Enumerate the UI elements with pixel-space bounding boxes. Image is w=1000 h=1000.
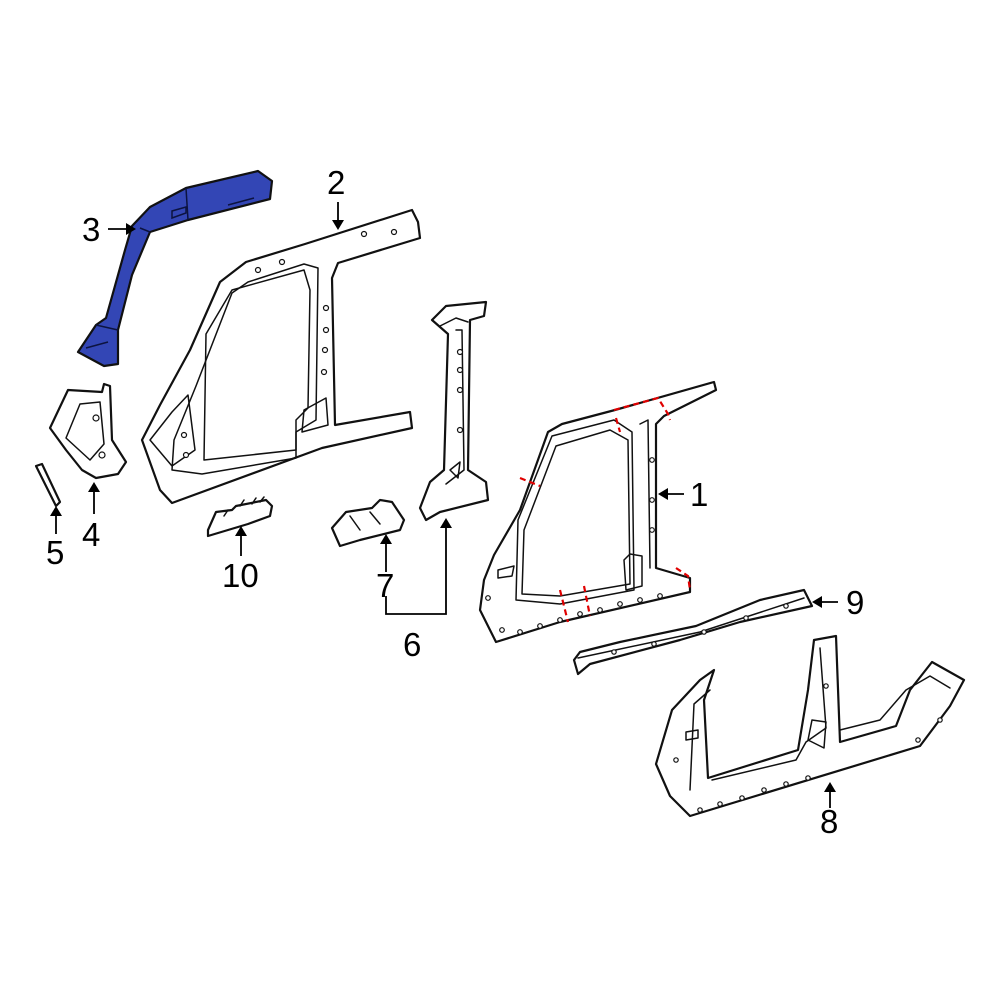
part-8-outer-rocker[interactable] bbox=[654, 634, 966, 818]
part-7-bracket[interactable] bbox=[330, 498, 406, 548]
part-1-inner-side-frame[interactable] bbox=[478, 380, 718, 644]
part-2-outer-side-frame[interactable] bbox=[140, 208, 422, 505]
callout-1[interactable]: 1 bbox=[690, 476, 708, 513]
part-5-strip[interactable] bbox=[34, 462, 62, 508]
part-6-center-pillar[interactable] bbox=[418, 300, 490, 522]
callout-10[interactable]: 10 bbox=[222, 557, 259, 594]
part-9-rocker-reinforcement[interactable] bbox=[572, 588, 814, 676]
part-10-bracket[interactable] bbox=[206, 496, 274, 538]
leader-lines bbox=[50, 202, 838, 808]
callout-5[interactable]: 5 bbox=[46, 534, 64, 571]
callout-3[interactable]: 3 bbox=[82, 211, 100, 248]
callout-2[interactable]: 2 bbox=[327, 164, 345, 201]
callout-7[interactable]: 7 bbox=[376, 567, 394, 604]
callout-4[interactable]: 4 bbox=[82, 516, 100, 553]
part-4-hinge-reinforcement[interactable] bbox=[48, 382, 128, 480]
callout-9[interactable]: 9 bbox=[846, 584, 864, 621]
callout-8[interactable]: 8 bbox=[820, 803, 838, 840]
part-3-inner-pillar[interactable] bbox=[76, 169, 274, 368]
callout-6[interactable]: 6 bbox=[403, 626, 421, 663]
